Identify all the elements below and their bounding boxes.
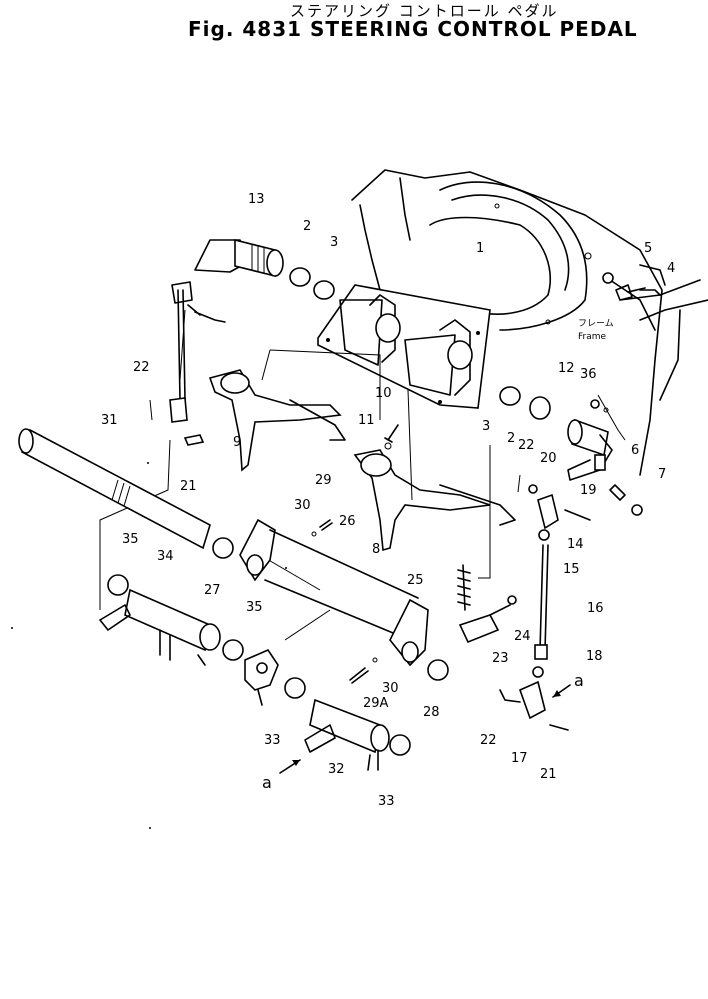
callout-21: 21 xyxy=(540,767,557,782)
callout-14: 14 xyxy=(567,537,584,552)
callout-2: 2 xyxy=(303,219,311,234)
callout-30: 30 xyxy=(294,498,311,513)
frame-bolts xyxy=(602,272,646,516)
callout-3: 3 xyxy=(482,419,490,434)
callout-30: 30 xyxy=(382,681,399,696)
frame-structure xyxy=(351,169,708,476)
callout-6: 6 xyxy=(631,443,639,458)
callout-7: 7 xyxy=(658,467,666,482)
reference-arrows xyxy=(279,684,571,774)
callout-32: 32 xyxy=(328,762,345,777)
lever-arm xyxy=(244,648,279,706)
clip-36 xyxy=(590,394,626,441)
callout-a: a xyxy=(262,773,272,792)
callout-a: a xyxy=(574,671,584,690)
callout-26: 26 xyxy=(339,514,356,529)
callout-5: 5 xyxy=(644,241,652,256)
bushing-left xyxy=(289,267,335,300)
frame-label: フレーム Frame xyxy=(578,318,614,342)
callout-28: 28 xyxy=(423,705,440,720)
callout-1: 1 xyxy=(476,241,484,256)
lever-bracket xyxy=(239,518,429,667)
frame-label-english: Frame xyxy=(578,332,607,342)
callout-9: 9 xyxy=(233,435,241,450)
callout-35: 35 xyxy=(122,532,139,547)
callout-31: 31 xyxy=(101,413,118,428)
callout-19: 19 xyxy=(580,483,597,498)
callout-13: 13 xyxy=(248,192,265,207)
callout-33: 33 xyxy=(264,733,281,748)
callout-22: 22 xyxy=(518,438,535,453)
cross-tube-right xyxy=(284,677,411,771)
bushing-35 xyxy=(222,639,244,661)
cross-tube-left xyxy=(99,574,221,666)
callout-29a: 29A xyxy=(363,696,389,711)
callout-15: 15 xyxy=(563,562,580,577)
callout-8: 8 xyxy=(372,542,380,557)
callout-29: 29 xyxy=(315,473,332,488)
bolt-washer-center xyxy=(384,424,399,450)
callout-23: 23 xyxy=(492,651,509,666)
bushing-27 xyxy=(212,537,234,559)
callout-25: 25 xyxy=(407,573,424,588)
left-pedal xyxy=(208,369,346,472)
callout-18: 18 xyxy=(586,649,603,664)
callout-20: 20 xyxy=(540,451,557,466)
callout-22: 22 xyxy=(480,733,497,748)
rod-linkage-right xyxy=(499,484,591,731)
diagram-title: Fig. 4831 STEERING CONTROL PEDAL xyxy=(188,17,638,41)
diagram-title-japanese: ステアリング コントロール ペダル xyxy=(290,2,559,20)
callout-22: 22 xyxy=(133,360,150,375)
callout-35: 35 xyxy=(246,600,263,615)
callout-33: 33 xyxy=(378,794,395,809)
bushing-28 xyxy=(427,659,449,681)
callout-21: 21 xyxy=(180,479,197,494)
bolts-29-30 xyxy=(311,519,378,684)
rod-linkage-left xyxy=(169,281,226,446)
stray-marks xyxy=(11,462,287,829)
callout-16: 16 xyxy=(587,601,604,616)
callout-12: 12 xyxy=(558,361,575,376)
callout-24: 24 xyxy=(514,629,531,644)
callout-11: 11 xyxy=(358,413,375,428)
cotter-pins xyxy=(149,399,521,493)
callout-2: 2 xyxy=(507,431,515,446)
cross-shaft xyxy=(18,428,211,550)
callout-10: 10 xyxy=(375,386,392,401)
left-pedal-shaft xyxy=(194,238,284,278)
callout-34: 34 xyxy=(157,549,174,564)
callout-36: 36 xyxy=(580,367,597,382)
callout-17: 17 xyxy=(511,751,528,766)
pedal-bracket xyxy=(317,284,491,409)
right-pedal xyxy=(353,449,516,552)
callout-27: 27 xyxy=(204,583,221,598)
callouts: 1 2 2 3 3 4 5 6 7 8 9 10 11 12 13 14 15 … xyxy=(101,192,675,809)
spring-yoke xyxy=(457,564,517,644)
frame-label-japanese: フレーム xyxy=(578,318,614,329)
right-pedal-shaft xyxy=(499,386,613,481)
callout-4: 4 xyxy=(667,261,675,276)
callout-3: 3 xyxy=(330,235,338,250)
